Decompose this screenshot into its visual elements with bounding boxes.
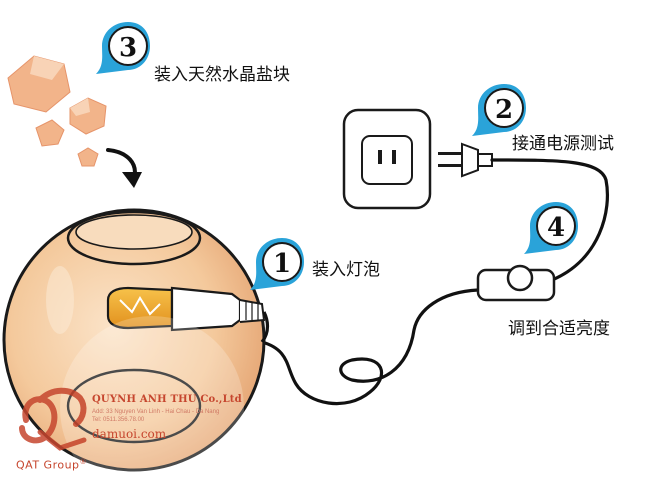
step-1-label: 装入灯泡 bbox=[312, 260, 380, 280]
step-2-label: 接通电源测试 bbox=[512, 134, 614, 154]
step-number-1: 1 bbox=[273, 249, 291, 279]
watermark-address-line2: Tel: 0511.356.78.00 bbox=[92, 417, 145, 423]
step-number-4: 4 bbox=[547, 213, 565, 243]
dimmer-switch bbox=[476, 264, 556, 302]
watermark-company: QUYNH ANH THU Co.,Ltd bbox=[92, 394, 242, 405]
down-arrow-icon bbox=[106, 148, 142, 188]
step-number-3: 3 bbox=[119, 33, 137, 63]
watermark-website: damuoi.com bbox=[92, 427, 167, 441]
power-cord bbox=[260, 158, 610, 406]
registered-mark: ® bbox=[79, 458, 88, 466]
light-bulb bbox=[106, 286, 270, 343]
salt-crystal-small bbox=[35, 119, 65, 147]
step-badge-4: 4 bbox=[524, 202, 578, 254]
salt-crystals bbox=[7, 55, 107, 167]
step-badge-1: 1 bbox=[250, 238, 304, 290]
step-3-label: 装入天然水晶盐块 bbox=[154, 65, 290, 85]
step-4-label: 调到合适亮度 bbox=[508, 319, 610, 339]
brand-name: QAT Group bbox=[16, 458, 80, 472]
qat-group-logo bbox=[19, 316, 244, 480]
step-badge-2: 2 bbox=[472, 84, 526, 136]
watermark-address: Add: 33 Nguyen Van Linh - Hai Chau - Da … bbox=[92, 408, 219, 424]
step-number-2: 2 bbox=[495, 95, 513, 125]
watermark-address-line1: Add: 33 Nguyen Van Linh - Hai Chau - Da … bbox=[92, 409, 220, 415]
step-badge-3: 3 bbox=[96, 22, 150, 74]
power-plug bbox=[438, 142, 493, 178]
watermark-brand: QAT Group® bbox=[16, 458, 87, 472]
salt-crystal-tiny bbox=[77, 147, 99, 167]
wall-socket bbox=[342, 108, 432, 210]
